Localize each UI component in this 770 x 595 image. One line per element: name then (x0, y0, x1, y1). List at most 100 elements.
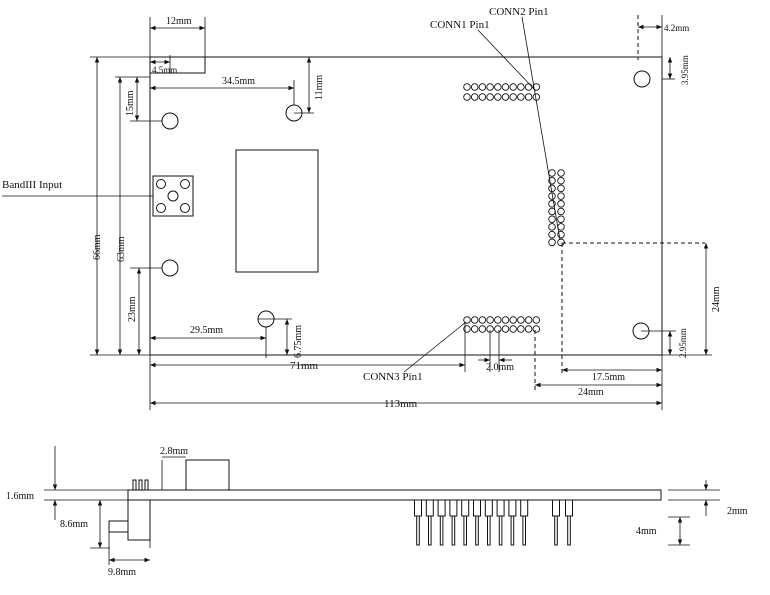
side-header-pin (449, 499, 458, 517)
header-pin (470, 325, 479, 333)
side-header-lead (487, 515, 491, 546)
header-pin (509, 316, 517, 324)
side-sma-pin (108, 520, 129, 533)
header-pin (557, 176, 565, 185)
header-pin (557, 207, 565, 216)
dim-71mm: 71mm (290, 360, 319, 372)
header-pin (548, 238, 556, 247)
header-pin (548, 215, 556, 223)
header-pin (517, 83, 525, 91)
top-view: 12mm 4.5mm 34.5mm 15mm 11mm 4.2mm 3.95mm… (2, 6, 722, 410)
side-view: 2.8mm 1.6mm 8.6mm 9.8mm 2mm 4mm (6, 446, 748, 578)
dim-2-8mm: 2.8mm (160, 446, 188, 457)
header-pin (486, 316, 494, 324)
header-pin (524, 93, 533, 101)
header-pin (548, 223, 556, 231)
side-bottom-headers (414, 499, 573, 546)
side-header-lead (510, 515, 515, 546)
dim-15mm: 15mm (125, 90, 136, 116)
dim-4-2mm: 4.2mm (664, 23, 689, 33)
side-header-pin (565, 499, 573, 517)
header-pin (494, 325, 502, 333)
header-pin (478, 83, 487, 91)
side-header-lead (439, 515, 444, 546)
header-pin (557, 200, 565, 208)
dim-24mm-horizontal: 24mm (578, 387, 604, 398)
side-header-pin (461, 499, 470, 517)
dim-8-6mm: 8.6mm (60, 519, 88, 530)
side-header-pin (473, 499, 481, 517)
header-pin (557, 192, 565, 200)
side-header-pin (552, 499, 560, 517)
side-header-pin (496, 499, 505, 517)
side-rf-shield (185, 459, 230, 491)
side-header-pin (437, 499, 446, 517)
header-pin (478, 316, 487, 324)
header-pin (494, 83, 502, 91)
header-pin (524, 83, 533, 91)
header-pin (501, 93, 510, 101)
header-pin (557, 223, 565, 231)
dim-29-5mm: 29.5mm (190, 325, 223, 336)
side-header-lead (522, 515, 527, 546)
ic-chip (235, 149, 319, 273)
header-pin (463, 83, 471, 91)
dim-23mm: 23mm (127, 296, 138, 322)
header-pin (509, 93, 517, 101)
side-header-pin (484, 499, 493, 517)
pcb-outline (149, 56, 663, 356)
header-pin (532, 325, 541, 333)
side-pcb (127, 489, 662, 501)
rf-input-connector (152, 175, 194, 217)
side-header-pin (520, 499, 529, 517)
dim-2-95mm: 2.95mm (678, 328, 688, 358)
header-pin (509, 83, 517, 91)
conn2-header (548, 169, 565, 247)
header-pin (557, 184, 565, 193)
dim-9-8mm: 9.8mm (108, 567, 136, 578)
dim-2mm: 2mm (727, 506, 748, 517)
header-pin (494, 316, 502, 324)
dim-113mm: 113mm (384, 398, 418, 410)
header-pin (532, 316, 541, 324)
side-top-pins (132, 479, 149, 491)
mounting-hole (161, 259, 179, 277)
side-header-lead (475, 515, 479, 546)
side-header-lead (463, 515, 467, 546)
side-sma-body (127, 499, 151, 541)
side-header-lead (554, 515, 558, 546)
top-left-connector-tab (149, 57, 206, 74)
conn1-header (463, 83, 541, 101)
header-pin (548, 169, 556, 177)
header-pin (478, 325, 487, 333)
dim-12mm: 12mm (166, 16, 192, 27)
header-pin (557, 238, 565, 247)
side-header-lead (416, 515, 420, 546)
side-header-lead (567, 515, 571, 546)
dim-24mm-vertical: 24mm (711, 286, 722, 312)
side-header-lead (498, 515, 503, 546)
mounting-hole (161, 112, 179, 130)
header-pin (478, 93, 487, 101)
header-pin (486, 83, 494, 91)
dim-4mm: 4mm (636, 526, 657, 537)
header-pin (463, 93, 471, 101)
dim-2-0mm: 2.0mm (486, 362, 514, 373)
dim-3-95mm-top: 3.95mm (680, 55, 690, 85)
header-pin (557, 169, 565, 177)
header-pin (470, 316, 479, 324)
dim-1-6mm: 1.6mm (6, 491, 34, 502)
dim-34-5mm: 34.5mm (222, 76, 255, 87)
side-header-lead (428, 515, 432, 546)
header-pin (524, 316, 533, 324)
header-pin (486, 93, 494, 101)
dim-66mm: 66mm (92, 234, 103, 260)
side-header-lead (451, 515, 456, 546)
header-pin (548, 207, 556, 216)
mounting-hole (633, 70, 651, 88)
conn2-label: CONN2 Pin1 (489, 6, 549, 18)
header-pin (517, 325, 525, 333)
header-pin (501, 83, 510, 91)
header-pin (494, 93, 502, 101)
header-pin (532, 83, 541, 91)
